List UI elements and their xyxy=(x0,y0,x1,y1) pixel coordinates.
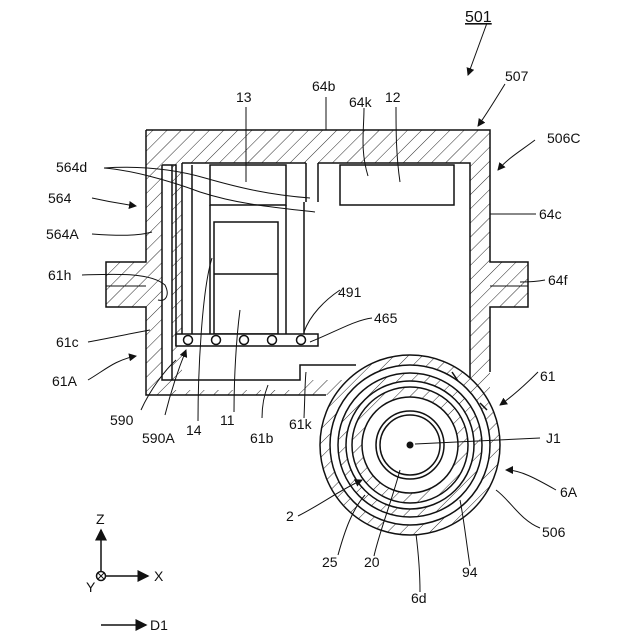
figure-number: 501 xyxy=(465,9,492,26)
label-6d: 6d xyxy=(411,590,427,606)
coordinate-axes: Z X Y D1 xyxy=(86,511,168,633)
label-491: 491 xyxy=(338,284,362,300)
housing xyxy=(106,130,528,395)
label-25: 25 xyxy=(322,554,338,570)
label-12: 12 xyxy=(385,89,401,105)
label-564d: 564d xyxy=(56,159,87,175)
label-465: 465 xyxy=(374,310,398,326)
label-506: 506 xyxy=(542,524,566,540)
label-13: 13 xyxy=(236,89,252,105)
label-61k: 61k xyxy=(289,416,313,432)
label-61: 61 xyxy=(540,368,556,384)
axis-d1-label: D1 xyxy=(150,617,168,633)
label-11: 11 xyxy=(220,412,235,428)
label-6A: 6A xyxy=(560,484,578,500)
label-507: 507 xyxy=(505,68,529,84)
internal-components xyxy=(176,165,454,346)
axis-y-label: Y xyxy=(86,579,96,595)
label-506C: 506C xyxy=(547,130,580,146)
label-20: 20 xyxy=(364,554,380,570)
label-2: 2 xyxy=(286,508,294,524)
label-61b: 61b xyxy=(250,430,274,446)
label-61c: 61c xyxy=(56,334,79,350)
label-61h: 61h xyxy=(48,267,71,283)
label-64k: 64k xyxy=(349,94,373,110)
label-61A: 61A xyxy=(52,373,78,389)
label-94: 94 xyxy=(462,564,478,580)
label-14: 14 xyxy=(186,422,202,438)
axis-z-label: Z xyxy=(96,511,105,527)
label-564: 564 xyxy=(48,190,72,206)
label-64f: 64f xyxy=(548,272,568,288)
label-64b: 64b xyxy=(312,78,336,94)
label-590: 590 xyxy=(110,412,134,428)
label-590A: 590A xyxy=(142,430,175,446)
axis-x-label: X xyxy=(154,568,164,584)
label-564A: 564A xyxy=(46,226,79,242)
label-J1: J1 xyxy=(546,430,561,446)
label-64c: 64c xyxy=(539,206,562,222)
motor-section xyxy=(320,355,500,535)
